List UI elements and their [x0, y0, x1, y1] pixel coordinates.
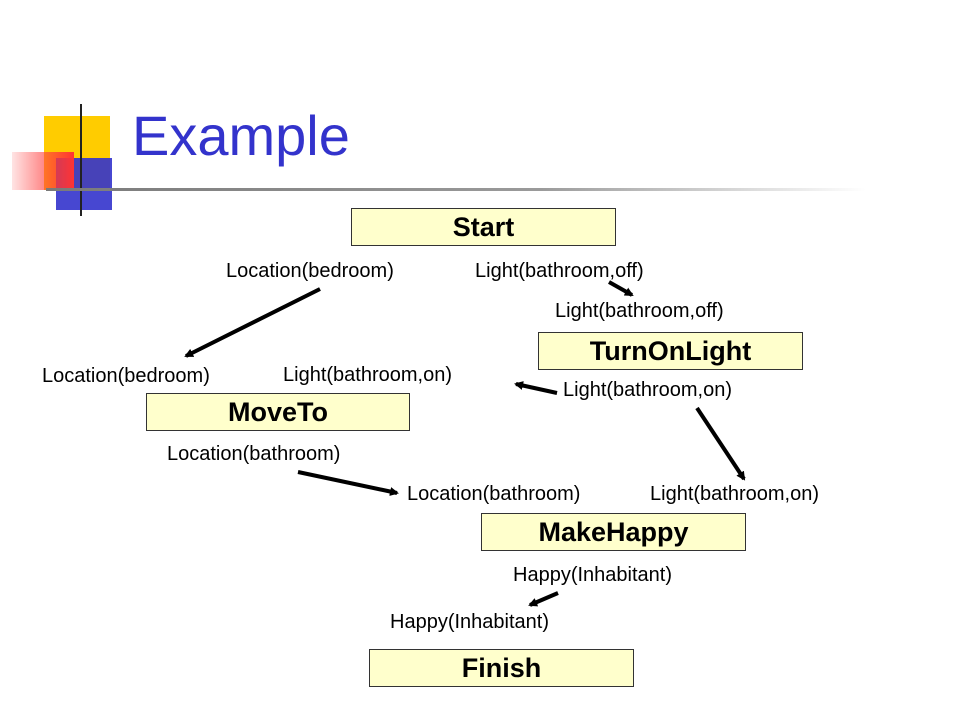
finish-precondition-label: Happy(Inhabitant)	[390, 611, 549, 633]
node-finish-label: Finish	[461, 652, 542, 683]
node-turnonlight: TurnOnLight	[538, 332, 803, 370]
makehappy-precondition-location-label: Location(bathroom)	[407, 483, 581, 505]
moveto-effect-label: Location(bathroom)	[167, 443, 341, 465]
arrow-start-to-turnonlight	[608, 280, 634, 297]
arrow-moveto-to-makehappy	[297, 470, 399, 496]
arrow-makehappy-to-finish	[528, 591, 559, 607]
title-underline	[46, 188, 866, 191]
start-effect-location-label: Location(bedroom)	[226, 260, 394, 282]
makehappy-precondition-light-label: Light(bathroom,on)	[650, 483, 819, 505]
makehappy-effect-label: Happy(Inhabitant)	[513, 564, 672, 586]
node-moveto-label: MoveTo	[228, 396, 328, 427]
start-effect-light-label: Light(bathroom,off)	[475, 260, 644, 282]
node-makehappy-label: MakeHappy	[538, 516, 689, 547]
node-finish: Finish	[369, 649, 634, 687]
turnonlight-effect-label: Light(bathroom,on)	[563, 379, 732, 401]
arrow-turnonlight-to-moveto	[514, 381, 558, 395]
turnonlight-precondition-label: Light(bathroom,off)	[555, 300, 724, 322]
arrow-turnonlight-to-makehappy	[695, 406, 746, 481]
node-moveto: MoveTo	[146, 393, 410, 431]
moveto-precondition-light-label: Light(bathroom,on)	[283, 364, 452, 386]
arrow-start-to-moveto	[184, 287, 321, 358]
node-makehappy: MakeHappy	[481, 513, 746, 551]
slide-title: Example	[132, 104, 350, 167]
deco-red-bar	[12, 152, 74, 190]
deco-vertical-line	[80, 104, 82, 216]
node-turnonlight-label: TurnOnLight	[589, 335, 752, 366]
node-start: Start	[351, 208, 616, 246]
node-start-label: Start	[452, 211, 515, 242]
moveto-precondition-location-label: Location(bedroom)	[42, 365, 210, 387]
